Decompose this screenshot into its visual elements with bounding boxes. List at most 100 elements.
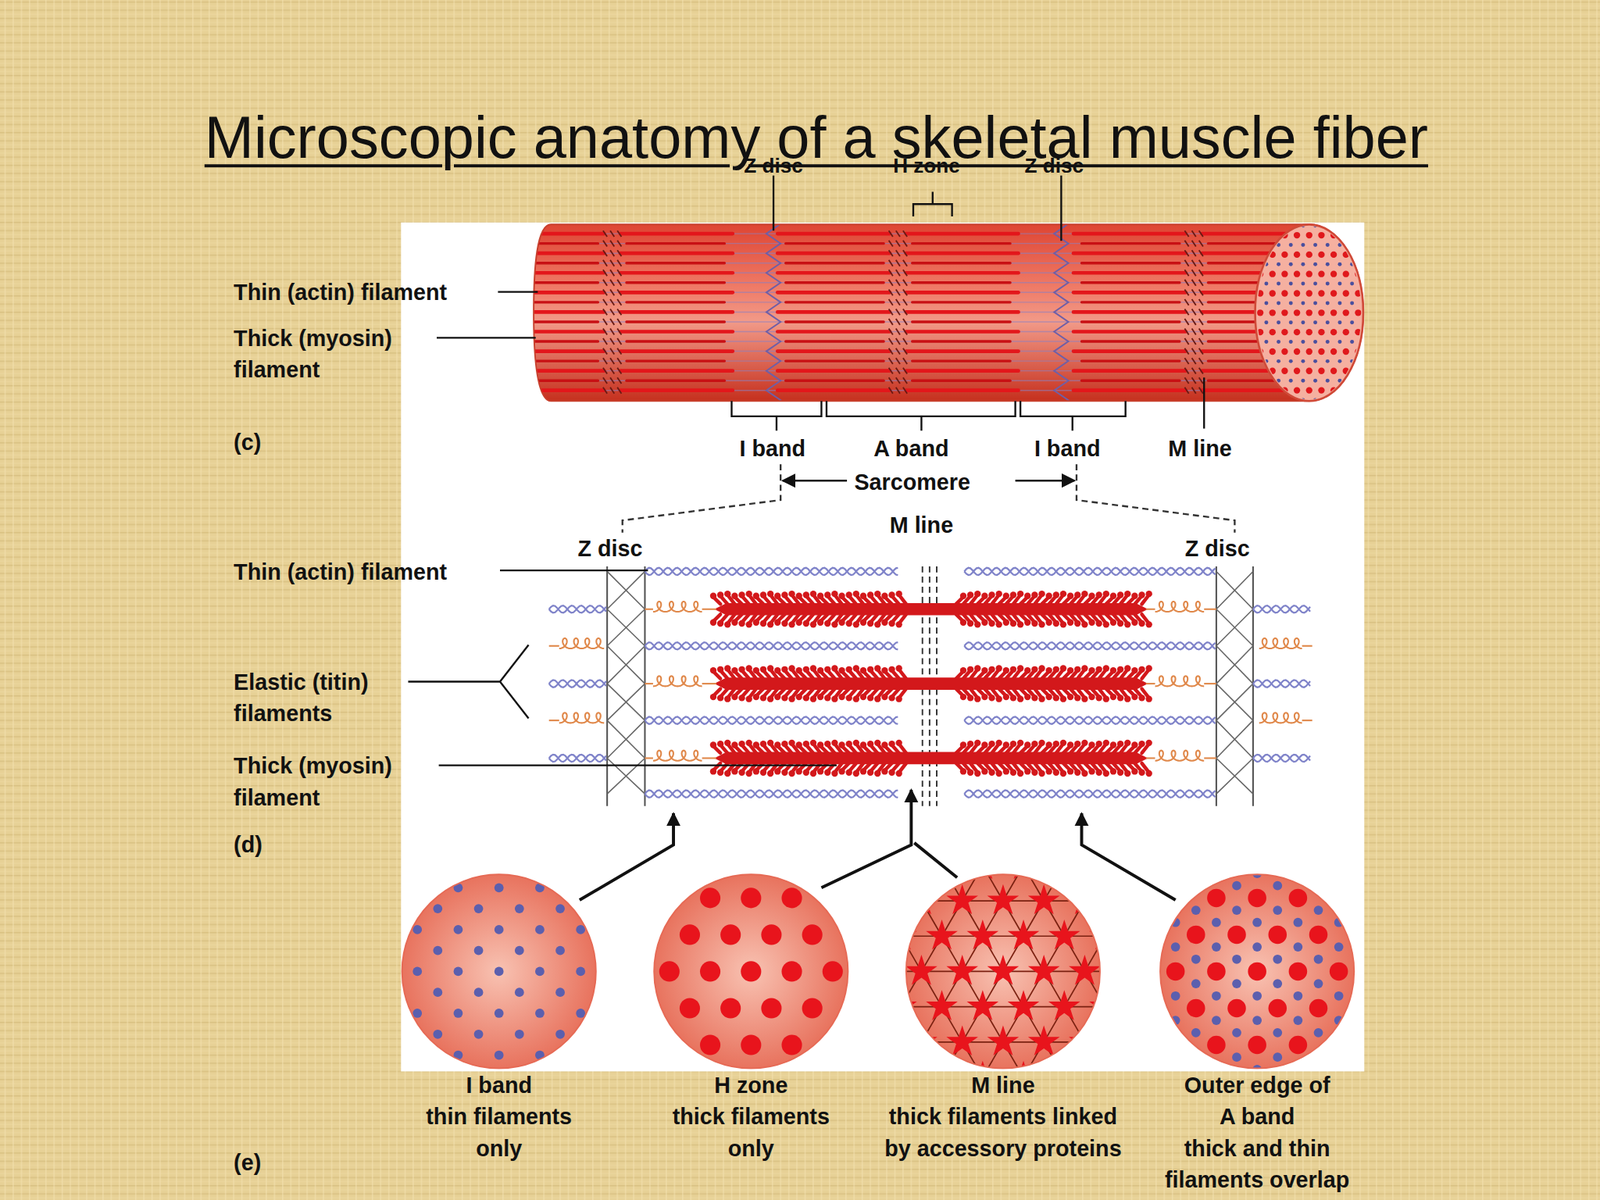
myosin-dot xyxy=(1281,271,1288,278)
part-label: Z disc xyxy=(539,532,683,565)
myosin-dot xyxy=(1125,1035,1145,1055)
actin-dot xyxy=(1264,378,1268,383)
actin-strand xyxy=(549,754,607,762)
m-line-hatch xyxy=(1192,279,1197,286)
actin-dot xyxy=(371,925,382,935)
m-line-hatch xyxy=(896,230,900,237)
myosin-head-tip xyxy=(1060,739,1067,747)
myosin-dot xyxy=(1367,251,1374,258)
myosin-head-tip xyxy=(860,592,867,600)
m-line-hatch xyxy=(903,367,908,375)
myosin-head-tip xyxy=(831,664,838,672)
m-line-hatch xyxy=(896,260,900,267)
myosin-head-tip xyxy=(1046,693,1053,700)
m-line-hatch xyxy=(617,269,622,276)
z-disc-zigzag xyxy=(1053,224,1068,411)
myosin-dot xyxy=(1354,386,1361,393)
myosin-star xyxy=(1028,954,1061,986)
myosin-dot xyxy=(1330,348,1337,355)
myosin-head-tip xyxy=(774,619,781,626)
myosin-head-tip xyxy=(874,696,881,703)
myosin-filament xyxy=(710,664,1153,703)
thick-filament-line xyxy=(785,261,884,265)
myosin-head-tip xyxy=(896,739,903,747)
myosin-dot xyxy=(1281,251,1288,258)
myosin-dot xyxy=(1257,271,1264,278)
myosin-head-tip xyxy=(838,619,845,626)
myosin-head-tip xyxy=(746,621,753,628)
myosin-dot xyxy=(1306,271,1313,278)
myosin-head-tip xyxy=(824,694,831,701)
myosin-dot xyxy=(1317,309,1325,316)
actin-dot xyxy=(1350,339,1354,344)
m-line-hatch xyxy=(1184,299,1189,306)
myosin-dot xyxy=(1342,289,1350,297)
m-line-hatch xyxy=(603,318,608,325)
linking-protein xyxy=(921,1042,942,1070)
myosin-dot xyxy=(1317,271,1325,278)
m-line-hatch xyxy=(1199,348,1204,355)
titin-line xyxy=(1302,719,1313,722)
myosin-head-tip xyxy=(810,739,817,747)
m-line-hatch xyxy=(896,269,900,276)
cross-section-outline xyxy=(402,874,597,1068)
myosin-dot xyxy=(1354,289,1361,297)
titin-line xyxy=(1203,682,1217,685)
part-label: A band xyxy=(839,432,983,465)
actin-dot xyxy=(1211,942,1222,952)
myosin-head-tip xyxy=(746,739,753,747)
actin-dot xyxy=(1191,881,1201,891)
actin-dot xyxy=(1232,978,1242,989)
m-line-hatch xyxy=(903,230,908,237)
actin-dot xyxy=(1272,954,1283,965)
myosin-head-tip xyxy=(881,619,888,626)
actin-dot xyxy=(1350,300,1354,305)
myosin-head-tip xyxy=(767,770,774,777)
myosin-dot xyxy=(639,997,660,1018)
actin-dot xyxy=(1325,242,1330,247)
actin-dot xyxy=(1293,942,1304,952)
thick-filament-line xyxy=(777,271,890,275)
myosin-dot xyxy=(1244,251,1251,258)
myosin-dot xyxy=(822,960,843,982)
actin-dot xyxy=(1313,359,1318,364)
actin-dot xyxy=(1264,262,1268,267)
m-line-hatch xyxy=(1184,269,1189,276)
thick-filament-line xyxy=(500,281,598,284)
m-line-hatch xyxy=(617,367,622,375)
part-label: I band xyxy=(996,432,1140,465)
myosin-dot xyxy=(1257,348,1264,355)
titin-coil xyxy=(1155,601,1205,612)
myosin-head-tip xyxy=(1103,664,1110,672)
myosin-head-tip xyxy=(710,667,717,674)
thick-filament-line xyxy=(620,232,733,236)
myosin-head-tip xyxy=(974,590,981,597)
thick-filament-line xyxy=(500,242,598,245)
titin-line xyxy=(644,757,653,759)
myosin-dot xyxy=(1268,999,1288,1018)
myosin-dot xyxy=(618,1034,640,1055)
leader-line xyxy=(1020,400,1126,431)
myosin-head-tip xyxy=(824,666,831,673)
myosin-head-tip xyxy=(1017,590,1024,597)
myosin-head-tip xyxy=(867,769,874,776)
actin-dot xyxy=(1362,300,1367,305)
myosin-dot xyxy=(781,887,802,908)
myosin-dot xyxy=(1330,251,1337,258)
myosin-dot xyxy=(1367,289,1374,297)
z-disc-cross xyxy=(1216,757,1254,794)
actin-dot xyxy=(1334,1064,1344,1070)
myosin-dot xyxy=(1317,386,1325,393)
actin-dot xyxy=(1232,1028,1242,1038)
thick-filament-line xyxy=(906,251,1019,256)
actin-dot xyxy=(1276,242,1281,247)
linking-protein xyxy=(1125,900,1136,902)
myosin-head-tip xyxy=(981,767,988,775)
myosin-star xyxy=(925,873,958,879)
myosin-head-tip xyxy=(1103,696,1110,703)
actin-dot xyxy=(1354,978,1365,989)
myosin-head-tip xyxy=(796,741,803,748)
myosin-star xyxy=(870,1025,897,1056)
m-line-hatch xyxy=(603,367,608,375)
m-line-hatch xyxy=(896,328,900,336)
